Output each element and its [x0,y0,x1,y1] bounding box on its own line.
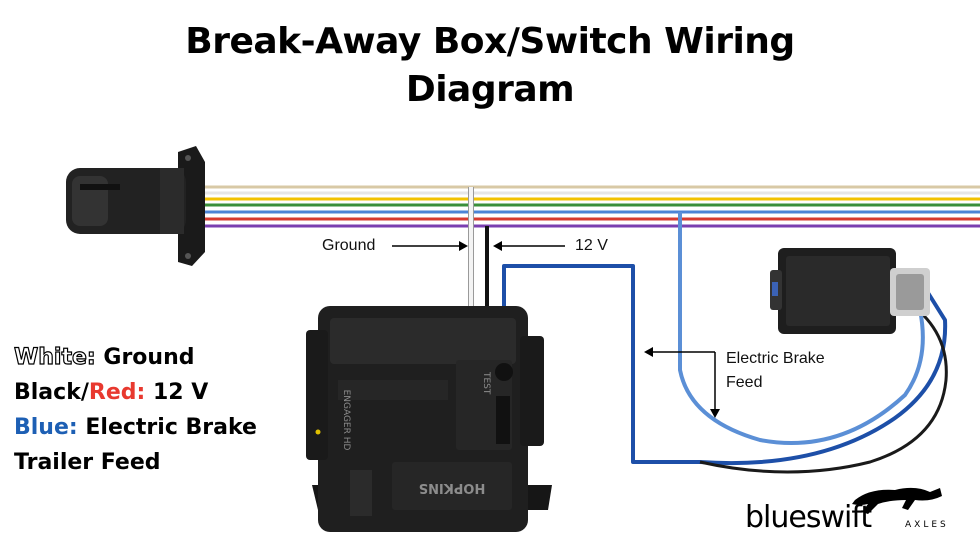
breakaway-box: HOPKINS ENGAGER HD TEST [306,306,552,532]
diagram-title: Break-Away Box/Switch Wiring Diagram [0,18,980,114]
break-away-switch [770,248,930,334]
twelve-v-arrow [493,241,565,251]
color-legend: White: Ground Black/Red: 12 V Blue: Elec… [13,340,257,480]
electric-brake-label-line-1: Electric Brake [726,350,825,367]
harness-wires [200,185,980,228]
legend-white-value: Ground [103,345,195,370]
legend-black-red-value: 12 V [152,380,209,405]
legend-red-key: Red: [88,380,146,405]
title-line-2: Diagram [405,69,575,110]
switch-black-wire [699,298,948,474]
legend-blue-row-2: Trailer Feed [14,450,161,475]
box-test-text: TEST [481,371,491,395]
legend-blue-row: Blue: Electric Brake [14,410,257,445]
logo-subtext: AXLES [905,520,949,530]
title-line-1: Break-Away Box/Switch Wiring [185,21,795,62]
electric-brake-label-line-2: Feed [726,374,763,391]
box-brand-text: HOPKINS [419,480,486,495]
legend-black-red-row: Black/Red: 12 V [14,375,257,410]
ground-label: Ground [322,237,376,254]
electric-brake-feed-label: Electric Brake Feed [726,347,825,395]
box-model-text: ENGAGER HD [341,390,351,451]
legend-blue-key: Blue: [14,415,78,440]
light-blue-feed-wire [678,212,925,445]
legend-black-key: Black/ [14,380,89,405]
legend-white-key: White: [13,344,96,370]
blue-brake-wire-box [502,264,948,466]
ground-arrow [392,241,468,251]
brake-feed-arrow-down [710,352,720,418]
legend-white-row: White: Ground [13,340,257,375]
logo-wordmark: blueswift [745,500,872,535]
legend-blue-value-line-1: Electric Brake [85,415,257,440]
trailer-plug [66,146,205,266]
twelve-v-label: 12 V [575,237,608,254]
blueswift-logo: blueswift AXLES [745,500,946,540]
cheetah-logo-icon [852,487,942,514]
brake-feed-arrow-left [644,347,715,357]
